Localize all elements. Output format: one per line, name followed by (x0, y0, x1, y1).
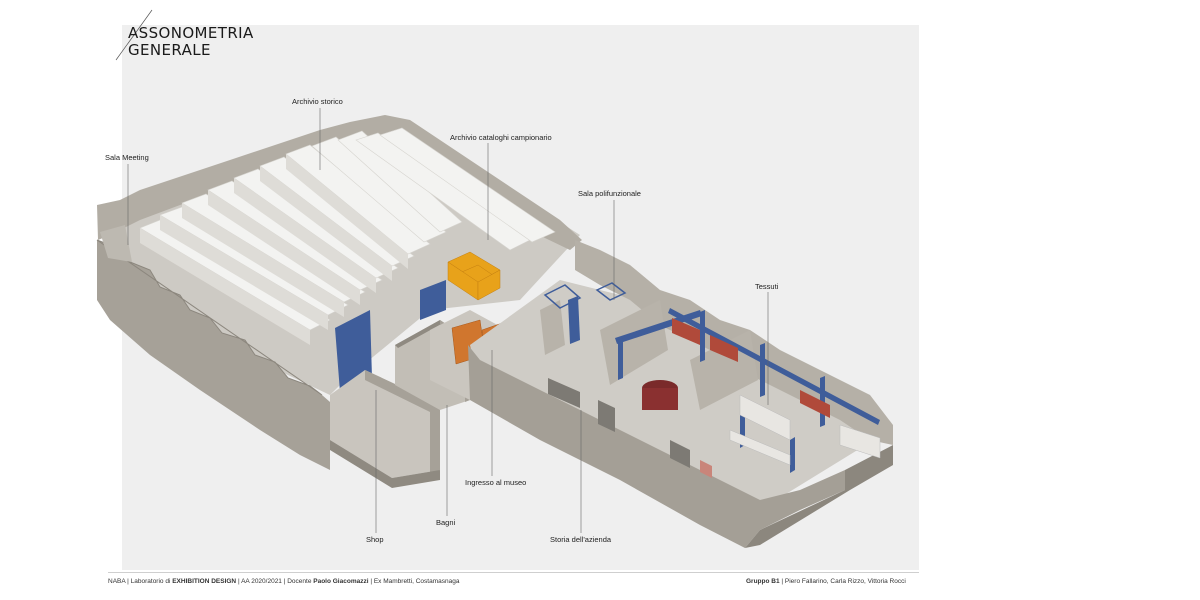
footer-credits: NABA | Laboratorio di EXHIBITION DESIGN … (108, 578, 459, 585)
footer-left-text-3: | Ex Mambretti, Costamasnaga (368, 578, 460, 585)
label-bagni: Bagni (436, 518, 456, 527)
footer-divider (108, 572, 919, 573)
label-ingresso: Ingresso al museo (465, 478, 527, 487)
title-line-2: GENERALE (128, 41, 211, 59)
gallery-wing (468, 240, 893, 548)
leader-lines (127, 108, 769, 533)
footer-group-members: | Piero Fallarino, Carla Rizzo, Vittoria… (779, 578, 906, 585)
archive-wing (96, 115, 582, 488)
label-sala-polifunzionale: Sala polifunzionale (578, 189, 641, 198)
footer-left-teacher: Paolo Giacomazzi (313, 578, 369, 585)
footer-group: Gruppo B1 | Piero Fallarino, Carla Rizzo… (746, 578, 906, 585)
footer-left-text-1: NABA | Laboratorio di (108, 578, 173, 585)
title-line-1: ASSONOMETRIA (128, 24, 254, 42)
footer-left-course: EXHIBITION DESIGN (172, 578, 237, 585)
footer-group-name: Gruppo B1 (746, 578, 780, 585)
label-tessuti: Tessuti (755, 282, 779, 291)
label-shop: Shop (366, 535, 384, 544)
label-archivio-storico: Archivio storico (292, 97, 343, 106)
page-title: ASSONOMETRIA GENERALE (128, 25, 254, 59)
label-archivio-cataloghi: Archivio cataloghi campionario (450, 133, 552, 142)
footer-left-text-2: | AA 2020/2021 | Docente (236, 578, 314, 585)
label-sala-meeting: Sala Meeting (105, 153, 149, 162)
label-storia: Storia dell'azienda (550, 535, 612, 544)
